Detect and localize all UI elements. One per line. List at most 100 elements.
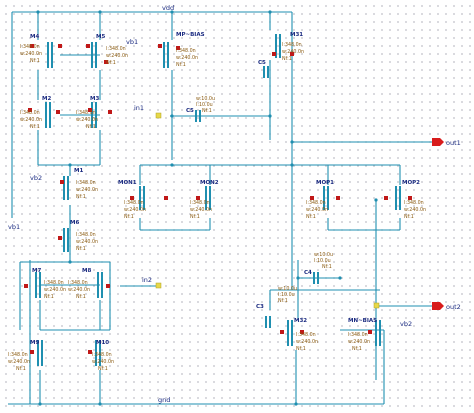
svg-text:Nf:1: Nf:1	[282, 56, 292, 62]
svg-text:Nf:1: Nf:1	[98, 366, 108, 372]
device-name: MOP2	[402, 180, 420, 186]
svg-text:w:240.0n: w:240.0n	[76, 187, 98, 193]
device-name: M6	[70, 220, 79, 226]
device-name: M10	[96, 340, 109, 346]
mid-wires	[139, 115, 432, 231]
svg-text:w:10.0u: w:10.0u	[314, 252, 333, 258]
svg-text:Nf:1: Nf:1	[404, 214, 414, 220]
vb1-left-label: vb1	[8, 223, 20, 231]
svg-text:w:240.0n: w:240.0n	[76, 239, 98, 245]
device-name: M7	[32, 268, 41, 274]
device-name: M31	[290, 32, 303, 38]
capacitor-labels: C5 w:10.0u l:10.0u Nf:1 C4 w:10.0u l:10.…	[186, 60, 333, 310]
device-name: M4	[30, 34, 39, 40]
svg-text:l:10.0u: l:10.0u	[314, 258, 331, 264]
svg-text:Nf:1: Nf:1	[176, 62, 186, 68]
svg-text:Nf:1: Nf:1	[306, 214, 316, 220]
out2-port[interactable]	[432, 302, 444, 310]
svg-text:l:348.0n: l:348.0n	[20, 110, 40, 116]
in2-terminal	[155, 282, 162, 289]
svg-text:Nf:1: Nf:1	[322, 264, 332, 270]
svg-text:w:240.0n: w:240.0n	[8, 359, 30, 365]
in1-label: in1	[134, 104, 144, 112]
svg-text:w:10.0u: w:10.0u	[278, 286, 297, 292]
svg-text:l:348.0n: l:348.0n	[106, 46, 126, 52]
out1-label: out1	[446, 139, 461, 147]
out1-port[interactable]	[432, 138, 444, 146]
vb1-top-label: vb1	[126, 38, 138, 46]
device-name: MON2	[200, 180, 219, 186]
device-name: M2	[42, 96, 51, 102]
svg-text:l:348.0n: l:348.0n	[20, 44, 40, 50]
device-name: M9	[30, 340, 39, 346]
vdd-label: vdd	[162, 4, 174, 12]
svg-text:Nf:1: Nf:1	[30, 58, 40, 64]
device-name: MN~BIAS	[348, 318, 377, 324]
svg-text:w:240.0n: w:240.0n	[20, 51, 42, 57]
svg-text:l:348.0n: l:348.0n	[296, 332, 316, 338]
svg-text:Nf:1: Nf:1	[76, 246, 86, 252]
gnd-label: gnd	[158, 396, 170, 404]
vb2-left-label: vb2	[30, 174, 42, 182]
svg-text:Nf:1: Nf:1	[278, 298, 288, 304]
svg-text:Nf:1: Nf:1	[44, 294, 54, 300]
svg-text:l:348.0n: l:348.0n	[124, 200, 144, 206]
svg-text:w:240.0n: w:240.0n	[306, 207, 328, 213]
svg-text:l:348.0n: l:348.0n	[68, 280, 88, 286]
svg-text:w:240.0n: w:240.0n	[92, 359, 114, 365]
vb2-right-label: vb2	[400, 320, 412, 328]
capacitor-glyphs	[195, 66, 319, 328]
transistor-glyphs	[35, 34, 401, 366]
svg-text:Nf:1: Nf:1	[86, 124, 96, 130]
device-name: MOP1	[316, 180, 334, 186]
svg-text:Nf:1: Nf:1	[30, 124, 40, 130]
svg-text:w:240.0n: w:240.0n	[282, 49, 304, 55]
lower-left-wires	[19, 228, 158, 404]
device-pins	[24, 44, 412, 354]
vdd-rail	[11, 11, 293, 290]
svg-text:l:348.0n: l:348.0n	[176, 48, 196, 54]
svg-text:w:240.0n: w:240.0n	[124, 207, 146, 213]
svg-text:Nf:1: Nf:1	[76, 294, 86, 300]
device-name: M32	[294, 318, 307, 324]
junction-dots	[36, 10, 378, 406]
svg-text:Nf:1: Nf:1	[106, 60, 116, 66]
in2-label: in2	[142, 276, 152, 284]
top-wires	[37, 12, 271, 228]
device-name: M1	[74, 168, 83, 174]
svg-text:l:10.0u: l:10.0u	[278, 292, 295, 298]
svg-text:Nf:1: Nf:1	[202, 108, 212, 114]
svg-text:w:240.0n: w:240.0n	[176, 55, 198, 61]
svg-text:Nf:1: Nf:1	[76, 194, 86, 200]
svg-text:w:240.0n: w:240.0n	[296, 339, 318, 345]
svg-text:w:240.0n: w:240.0n	[190, 207, 212, 213]
svg-text:l:348.0n: l:348.0n	[76, 180, 96, 186]
svg-text:w:240.0n: w:240.0n	[44, 287, 66, 293]
svg-text:w:240.0n: w:240.0n	[404, 207, 426, 213]
svg-text:l:348.0n: l:348.0n	[44, 280, 64, 286]
svg-text:C5: C5	[258, 60, 266, 66]
svg-text:l:348.0n: l:348.0n	[282, 42, 302, 48]
svg-text:l:348.0n: l:348.0n	[348, 332, 368, 338]
svg-text:C4: C4	[304, 270, 312, 276]
out2-label: out2	[446, 303, 461, 311]
svg-text:Nf:1: Nf:1	[124, 214, 134, 220]
in1-terminal	[155, 112, 162, 119]
svg-text:Nf:1: Nf:1	[296, 346, 306, 352]
device-name: MP~BIAS	[176, 32, 205, 38]
svg-text:Nf:1: Nf:1	[16, 366, 26, 372]
svg-text:w:240.0n: w:240.0n	[20, 117, 42, 123]
svg-text:l:348.0n: l:348.0n	[404, 200, 424, 206]
svg-text:w:240.0n: w:240.0n	[76, 117, 98, 123]
device-name: MON1	[118, 180, 137, 186]
device-name: M5	[96, 34, 105, 40]
out2-node	[373, 302, 380, 309]
svg-text:w:10.0u: w:10.0u	[196, 96, 215, 102]
svg-text:w:240.0n: w:240.0n	[348, 339, 370, 345]
svg-text:l:348.0n: l:348.0n	[76, 232, 96, 238]
lower-right-wires	[269, 200, 432, 404]
svg-text:Nf:1: Nf:1	[190, 214, 200, 220]
svg-text:l:348.0n: l:348.0n	[306, 200, 326, 206]
